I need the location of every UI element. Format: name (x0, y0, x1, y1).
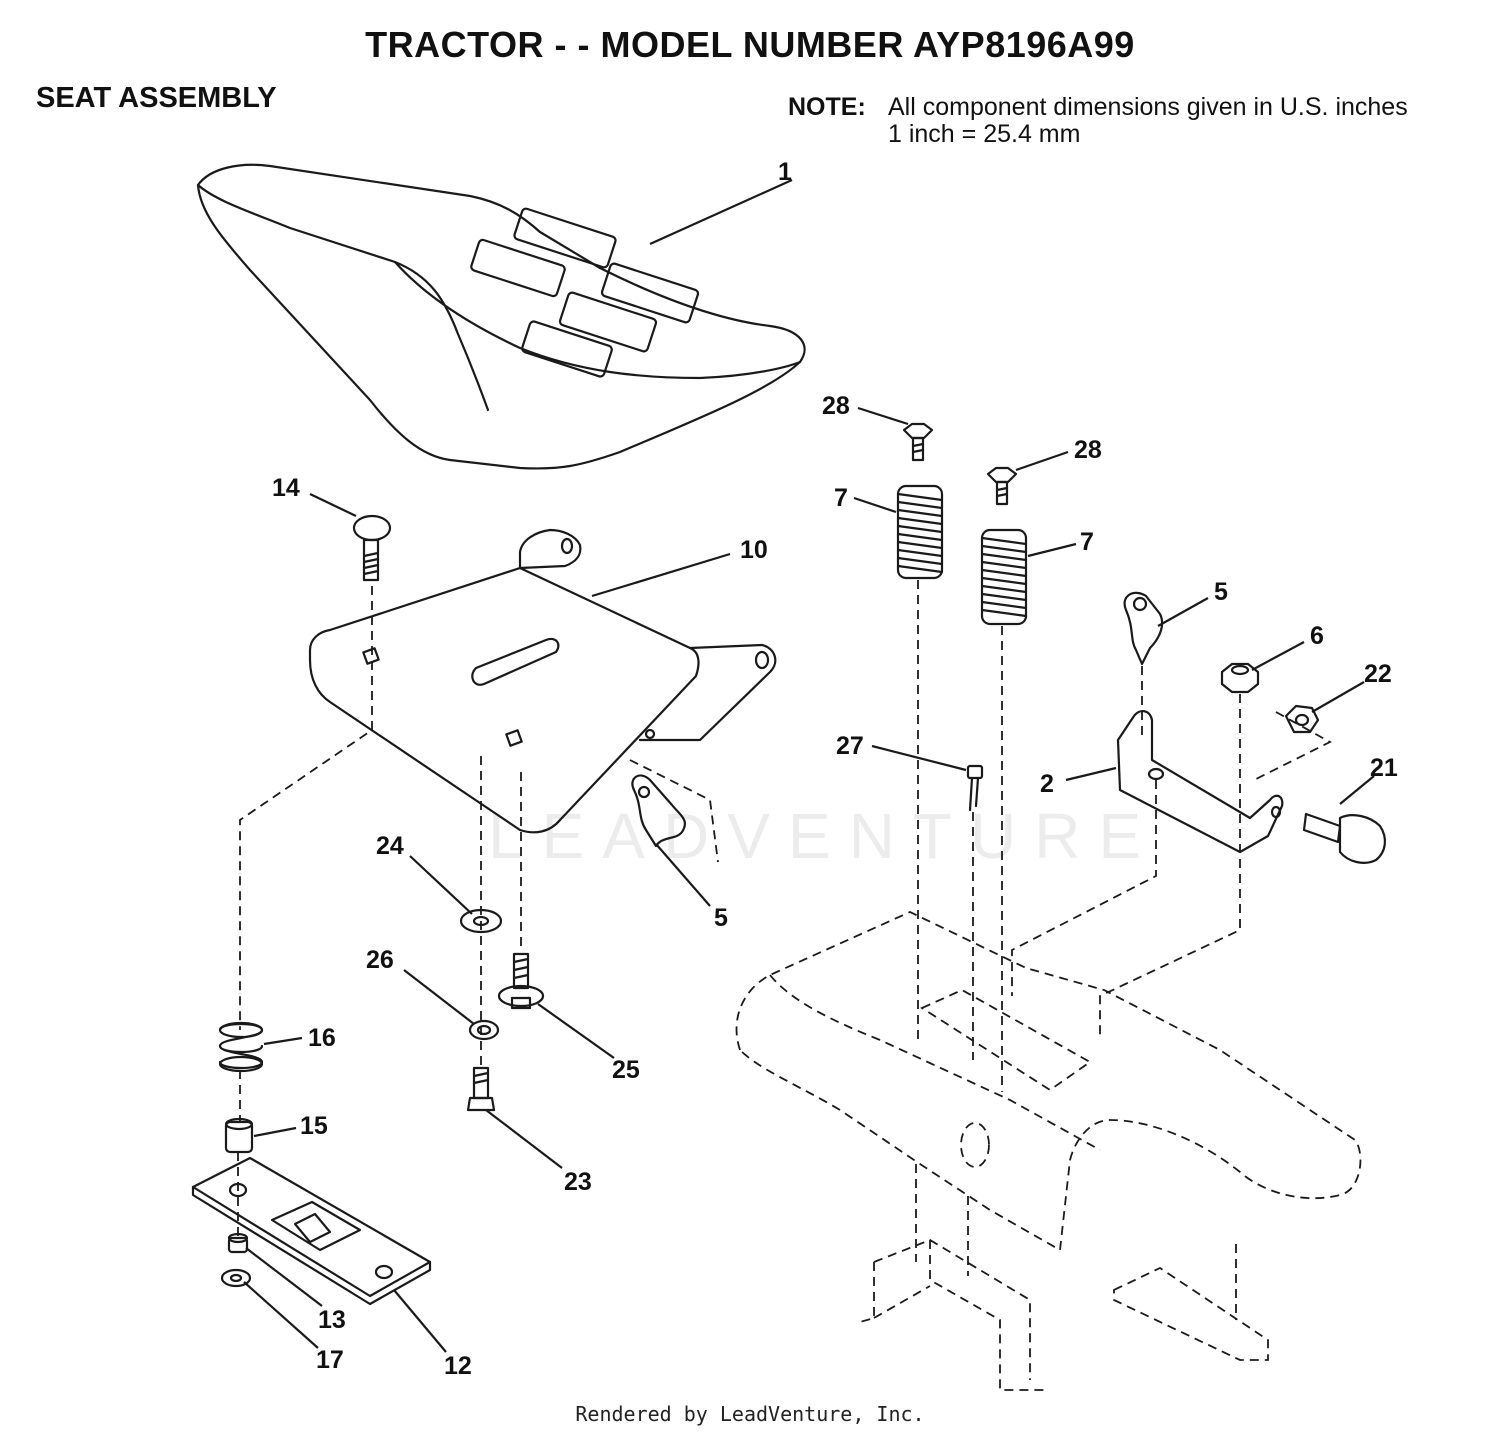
part-26-lockwasher[interactable] (468, 1019, 500, 1041)
part-13-nut[interactable] (227, 1232, 249, 1254)
callout-28-right: 28 (1074, 436, 1102, 464)
footer-credit: Rendered by LeadVenture, Inc. (575, 1402, 925, 1426)
fender-hidden-outline (735, 911, 1362, 1391)
part-10-seat-pan[interactable] (308, 528, 777, 834)
note-line-2: 1 inch = 25.4 mm (888, 120, 1081, 148)
part-5-clip-lower[interactable] (631, 774, 687, 848)
part-23-bolt[interactable] (466, 1066, 496, 1112)
callout-22: 22 (1364, 660, 1392, 688)
note-label: NOTE: (788, 93, 866, 121)
part-28-screw-left[interactable] (902, 422, 934, 462)
part-1-seat[interactable] (196, 163, 806, 470)
part-5-clip-upper[interactable] (1123, 591, 1164, 666)
callout-5-lower: 5 (714, 904, 728, 932)
dimension-note: NOTE: All component dimensions given in U… (788, 94, 1408, 148)
note-line-1: All component dimensions given in U.S. i… (888, 93, 1408, 121)
part-28-screw-right[interactable] (986, 466, 1018, 506)
assembly-centerlines (237, 580, 1332, 1320)
part-22-nut[interactable] (1284, 704, 1320, 734)
part-7-spring-left[interactable] (896, 484, 944, 580)
callout-numbers: 1 14 10 28 28 7 7 5 6 22 27 2 21 24 5 26… (272, 158, 1398, 1380)
part-27-cotter-pin[interactable] (966, 764, 984, 812)
callout-7-left: 7 (834, 484, 848, 512)
part-6-nut[interactable] (1220, 662, 1260, 694)
callout-25: 25 (612, 1056, 640, 1084)
callout-17: 17 (316, 1346, 344, 1374)
watermark-text: LEADVENTURE (488, 800, 1159, 872)
part-12-seat-plate[interactable] (191, 1156, 432, 1306)
callout-24: 24 (376, 832, 404, 860)
callout-23: 23 (564, 1168, 592, 1196)
callout-10: 10 (740, 536, 768, 564)
callout-2: 2 (1040, 770, 1054, 798)
callout-7-right: 7 (1080, 528, 1094, 556)
section-title: SEAT ASSEMBLY (36, 82, 277, 114)
part-7-spring-right[interactable] (980, 528, 1028, 626)
part-21-knob-bolt[interactable] (1302, 812, 1386, 864)
part-15-spacer[interactable] (224, 1117, 254, 1154)
callout-27: 27 (836, 732, 864, 760)
part-2-bracket[interactable] (1116, 710, 1284, 854)
callout-6: 6 (1310, 622, 1324, 650)
callout-13: 13 (318, 1306, 346, 1334)
diagram-title: TRACTOR - - MODEL NUMBER AYP8196A99 (365, 24, 1135, 65)
part-16-spring[interactable] (218, 1021, 264, 1073)
callout-1: 1 (778, 158, 792, 186)
callout-12: 12 (444, 1352, 472, 1380)
callout-14: 14 (272, 474, 300, 502)
callout-26: 26 (366, 946, 394, 974)
callout-21: 21 (1370, 754, 1398, 782)
leader-lines (243, 178, 1375, 1353)
part-17-washer[interactable] (220, 1268, 252, 1288)
part-25-bolt[interactable] (497, 952, 545, 1010)
callout-16: 16 (308, 1024, 336, 1052)
callout-5-upper: 5 (1214, 578, 1228, 606)
part-14-carriage-bolt[interactable] (352, 514, 392, 582)
callout-15: 15 (300, 1112, 328, 1140)
callout-28-left: 28 (822, 392, 850, 420)
